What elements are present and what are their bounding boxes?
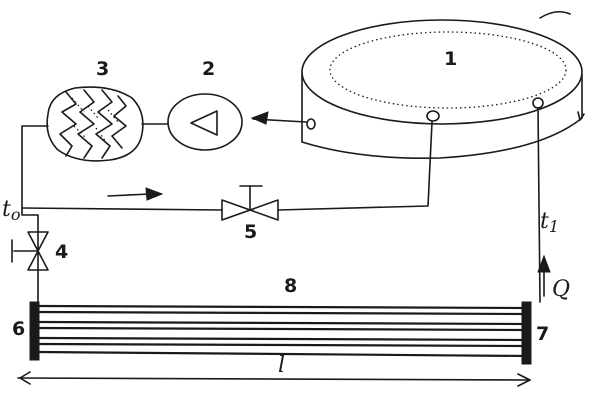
- label-valve-5: 5: [244, 221, 257, 243]
- left-vertical-pipe: [21, 125, 49, 306]
- label-length: l: [278, 353, 285, 378]
- tank: [301, 10, 585, 159]
- tank-outlet-port: [306, 118, 316, 130]
- heater-zigzag-1: [59, 91, 77, 157]
- heat-flow-indicator: [537, 254, 551, 297]
- heater-dots: [71, 97, 119, 143]
- bypass-pipe-left: [21, 207, 223, 211]
- tube-3-top: [36, 336, 530, 342]
- tank-side-mark: [577, 111, 585, 121]
- heater-zigzag-4: [111, 95, 127, 149]
- tube-1-top: [36, 304, 530, 310]
- heater-zigzag-2: [77, 89, 95, 159]
- pump-triangle: [190, 110, 218, 136]
- label-t1: t1: [540, 209, 559, 236]
- label-manifold-7: 7: [536, 323, 549, 345]
- tube-2-bottom: [36, 326, 530, 332]
- length-dimension: [17, 371, 531, 387]
- heater-body: [46, 86, 144, 162]
- right-vertical-pipe: [537, 107, 541, 303]
- label-t0: to: [2, 197, 20, 224]
- bypass-flow-line: [107, 193, 151, 197]
- bypass-pipe-right: [277, 121, 433, 211]
- valve-5: [221, 185, 279, 221]
- tank-rim: [301, 19, 583, 125]
- length-right-tick: [517, 373, 531, 387]
- heater-zigzag-3: [95, 89, 113, 159]
- length-dimension-line: [17, 377, 531, 381]
- tank-bottom: [301, 117, 583, 159]
- bypass-line: [21, 121, 433, 211]
- tube-4: [36, 350, 530, 358]
- tube-2-top: [36, 320, 530, 326]
- label-tube-bundle: 8: [284, 275, 297, 297]
- label-valve-4: 4: [55, 241, 68, 263]
- label-manifold-6: 6: [12, 318, 25, 340]
- up-arrow-icon: [537, 254, 551, 273]
- valve-5-body: [221, 199, 279, 221]
- tube-bundle: [36, 304, 530, 358]
- tank-inlet-port: [532, 97, 544, 109]
- label-heat-flow: Q: [552, 277, 570, 302]
- label-tank: 1: [444, 48, 457, 70]
- label-pump: 2: [202, 58, 215, 80]
- left-arrow-icon: [250, 111, 269, 125]
- heater: [46, 86, 144, 162]
- manifold-7: [521, 301, 532, 365]
- valve-4: [11, 231, 49, 271]
- tank-rim-notch: [539, 10, 571, 19]
- valve-4-body: [27, 231, 49, 271]
- tank-return-port: [426, 110, 440, 122]
- manifold-6: [29, 301, 40, 361]
- tube-3-bottom: [36, 342, 530, 348]
- pump: [167, 93, 243, 151]
- label-heater: 3: [96, 58, 109, 80]
- pump-inlet-flow: [250, 111, 307, 125]
- tube-1-bottom: [36, 310, 530, 316]
- tank-inner-rim: [329, 31, 567, 109]
- length-left-tick: [19, 371, 31, 385]
- pump-body: [167, 93, 243, 151]
- right-arrow-icon: [145, 187, 164, 201]
